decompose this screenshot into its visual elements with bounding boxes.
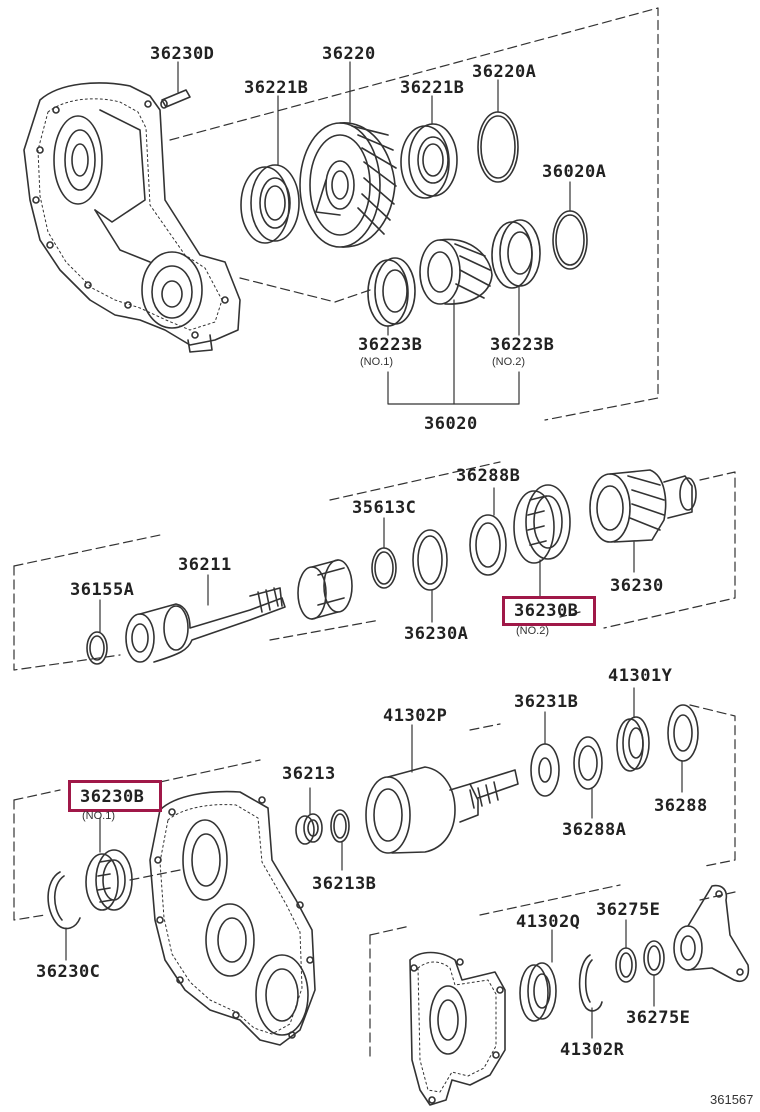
highlight-box-36230B-no1 [68, 780, 162, 812]
section-outline-middle [13, 461, 736, 671]
ring-36275E-bottom [643, 940, 665, 976]
leader-lines-middle [99, 487, 635, 633]
label-36155A[interactable]: 36155A [70, 580, 135, 600]
extension-housing [409, 951, 506, 1106]
bearing-36221B-right [400, 123, 458, 199]
snap-ring-36230C [47, 871, 81, 930]
label-36211[interactable]: 36211 [178, 555, 232, 575]
label-36223B-no1[interactable]: 36223B [358, 335, 423, 355]
bearing-36213 [295, 813, 323, 845]
ring-36230A [412, 529, 448, 591]
leader-lines-lower [65, 687, 683, 961]
highlight-box-36230B-no2 [502, 596, 596, 626]
ring-36020A [552, 210, 588, 270]
section-outline-lower [13, 704, 736, 921]
label-36230B-no2[interactable]: 36230B [514, 601, 579, 621]
label-36220A[interactable]: 36220A [472, 62, 537, 82]
label-36223B-no2[interactable]: 36223B [490, 335, 555, 355]
sleeve-part [297, 559, 353, 620]
label-36230A[interactable]: 36230A [404, 624, 469, 644]
leader-lines-top [177, 61, 571, 405]
gear-36220 [299, 122, 397, 248]
bearing-36230B-no2 [513, 484, 571, 564]
label-36230D[interactable]: 36230D [150, 44, 215, 64]
label-36213B[interactable]: 36213B [312, 874, 377, 894]
label-36020A[interactable]: 36020A [542, 162, 607, 182]
washer-36231B [530, 743, 560, 797]
snap-ring-41302R [578, 954, 603, 1012]
washer-36288 [667, 704, 699, 762]
ring-35613C [371, 547, 397, 589]
label-36230B-no1-sub: (NO.1) [82, 810, 115, 822]
label-41302Q[interactable]: 41302Q [516, 912, 581, 932]
label-36275E-top[interactable]: 36275E [596, 900, 661, 920]
bearing-41302Q [519, 962, 557, 1022]
label-36230[interactable]: 36230 [610, 576, 664, 596]
label-36275E-bottom[interactable]: 36275E [626, 1008, 691, 1028]
bearing-36223B-no1 [367, 257, 416, 327]
leader-lines-bottom [551, 919, 655, 1039]
transfer-case-housing-lower [149, 790, 316, 1046]
label-41301Y[interactable]: 41301Y [608, 666, 673, 686]
label-36230C[interactable]: 36230C [36, 962, 101, 982]
section-outline-top [169, 7, 659, 421]
washer-36288A [573, 736, 603, 790]
snap-ring-36155A [86, 631, 108, 665]
label-36230B-no1[interactable]: 36230B [80, 787, 145, 807]
companion-flange [673, 884, 750, 982]
label-36221B-left[interactable]: 36221B [244, 78, 309, 98]
pin-36230D [160, 89, 191, 109]
label-36223B-no2-sub: (NO.2) [492, 356, 525, 368]
label-36231B[interactable]: 36231B [514, 692, 579, 712]
ring-36275E-top [615, 947, 637, 983]
gear-36020 [419, 238, 493, 305]
label-36288A[interactable]: 36288A [562, 820, 627, 840]
label-35613C[interactable]: 35613C [352, 498, 417, 518]
label-36220[interactable]: 36220 [322, 44, 376, 64]
bearing-36230B-no1 [85, 849, 133, 911]
label-41302R[interactable]: 41302R [560, 1040, 625, 1060]
ring-41301Y [616, 716, 650, 772]
label-36223B-no1-sub: (NO.1) [360, 356, 393, 368]
shaft-41302P [365, 766, 519, 854]
bearing-36221B-left [240, 164, 300, 244]
transfer-case-housing-top [23, 82, 241, 353]
label-36213[interactable]: 36213 [282, 764, 336, 784]
gear-36230 [589, 469, 697, 543]
label-36221B-right[interactable]: 36221B [400, 78, 465, 98]
label-36020[interactable]: 36020 [424, 414, 478, 434]
bearing-36223B-no2 [491, 219, 541, 289]
label-41302P[interactable]: 41302P [383, 706, 448, 726]
ring-36213B [330, 809, 350, 843]
label-36230B-no2-sub: (NO.2) [516, 625, 549, 637]
shaft-36211 [125, 587, 286, 663]
label-36288B[interactable]: 36288B [456, 466, 521, 486]
diagram-code: 361567 [710, 1092, 754, 1107]
ring-36220A [477, 111, 519, 183]
washer-36288B [469, 514, 507, 576]
label-36288[interactable]: 36288 [654, 796, 708, 816]
